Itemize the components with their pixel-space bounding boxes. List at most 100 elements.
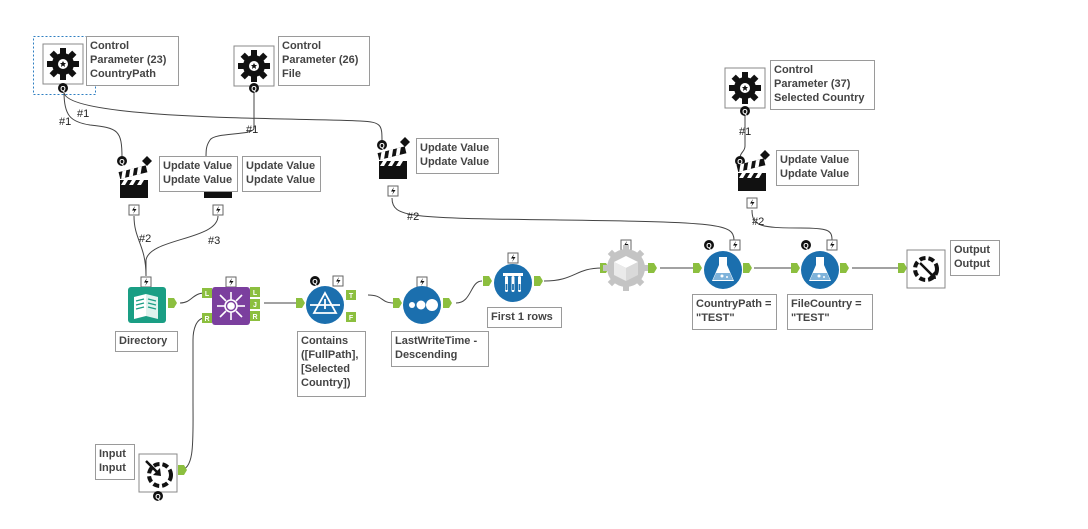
clapperboard-icon bbox=[377, 146, 407, 179]
lightning-anchor-icon[interactable] bbox=[128, 204, 140, 216]
control-parameter-23[interactable] bbox=[33, 36, 96, 95]
input-connector[interactable] bbox=[483, 276, 492, 286]
directory-tool[interactable] bbox=[128, 276, 177, 323]
gear-icon bbox=[47, 48, 79, 80]
wire-label: #1 bbox=[739, 126, 752, 138]
question-anchor-icon[interactable] bbox=[740, 106, 750, 116]
wire-label: #2 bbox=[139, 233, 152, 245]
clapperboard-icon bbox=[118, 165, 148, 198]
lightning-anchor-icon[interactable] bbox=[826, 239, 838, 251]
svg-text:J: J bbox=[253, 302, 257, 309]
question-anchor-icon[interactable] bbox=[377, 140, 387, 150]
output-connector[interactable] bbox=[743, 263, 752, 273]
sort-tool[interactable] bbox=[393, 276, 452, 324]
wire-label: #2 bbox=[752, 216, 765, 228]
lightning-anchor-icon[interactable] bbox=[746, 197, 758, 209]
output-connector[interactable] bbox=[840, 263, 849, 273]
question-anchor-icon[interactable] bbox=[310, 276, 320, 286]
formula-tool-file-country[interactable] bbox=[791, 239, 849, 289]
update-value-b-label: Update Value Update Value bbox=[242, 156, 321, 192]
filter-tool[interactable]: T F bbox=[296, 275, 356, 324]
control-parameter-26-label: Control Parameter (26) File bbox=[278, 36, 370, 86]
lightning-anchor-icon[interactable] bbox=[212, 204, 224, 216]
wire-update-c-formula1 bbox=[391, 197, 735, 241]
diamond-anchor-icon[interactable] bbox=[142, 156, 152, 166]
wire-c23-update-a bbox=[63, 91, 123, 159]
input-connector[interactable] bbox=[393, 298, 402, 308]
macro-output-tool[interactable] bbox=[898, 249, 946, 289]
svg-text:T: T bbox=[349, 293, 354, 300]
question-anchor-icon[interactable] bbox=[58, 83, 68, 93]
wire-label: #1 bbox=[59, 116, 72, 128]
diamond-anchor-icon[interactable] bbox=[760, 150, 770, 160]
wire-update-b-directory bbox=[145, 215, 219, 276]
question-anchor-icon[interactable] bbox=[153, 491, 163, 501]
lightning-anchor-icon[interactable] bbox=[387, 185, 399, 197]
directory-label: Directory bbox=[115, 331, 178, 352]
connection-wires bbox=[63, 91, 900, 471]
output-right-connector[interactable]: R bbox=[250, 311, 260, 321]
control-parameter-37[interactable] bbox=[724, 67, 766, 116]
svg-text:R: R bbox=[252, 314, 257, 321]
lightning-anchor-icon[interactable] bbox=[225, 276, 237, 288]
join-tool[interactable]: L R L J R bbox=[202, 276, 260, 325]
flask-icon bbox=[712, 257, 734, 281]
lightning-anchor-icon[interactable] bbox=[416, 276, 428, 288]
update-value-tool-c[interactable] bbox=[377, 137, 410, 197]
output-connector[interactable] bbox=[534, 276, 543, 286]
input-right-connector[interactable]: R bbox=[202, 313, 212, 323]
lightning-anchor-icon[interactable] bbox=[729, 239, 741, 251]
formula-country-path-label: CountryPath = "TEST" bbox=[692, 294, 777, 330]
wire-directory-join bbox=[179, 292, 206, 304]
update-value-c-label: Update Value Update Value bbox=[416, 138, 499, 174]
control-parameter-26[interactable] bbox=[233, 45, 275, 93]
wire-label: #2 bbox=[407, 211, 420, 223]
lightning-anchor-icon[interactable] bbox=[507, 252, 519, 264]
question-anchor-icon[interactable] bbox=[117, 156, 127, 166]
update-value-d-label: Update Value Update Value bbox=[776, 150, 859, 186]
lightning-anchor-icon[interactable] bbox=[332, 275, 344, 287]
svg-text:L: L bbox=[253, 290, 258, 297]
formula-tool-country-path[interactable] bbox=[693, 239, 752, 289]
input-connector[interactable] bbox=[898, 263, 907, 273]
join-icon bbox=[217, 292, 245, 320]
macro-input-tool[interactable] bbox=[138, 453, 187, 501]
input-left-connector[interactable]: L bbox=[202, 288, 212, 298]
output-left-connector[interactable]: L bbox=[250, 287, 260, 297]
question-anchor-icon[interactable] bbox=[801, 240, 811, 250]
input-connector[interactable] bbox=[791, 263, 800, 273]
update-value-tool-a[interactable] bbox=[117, 156, 152, 216]
book-icon bbox=[134, 294, 158, 319]
input-connector[interactable] bbox=[296, 298, 305, 308]
svg-text:R: R bbox=[204, 316, 209, 323]
wire-label: #1 bbox=[77, 108, 90, 120]
sort-label: LastWriteTime - Descending bbox=[391, 331, 489, 367]
control-parameter-23-label: Control Parameter (23) CountryPath bbox=[86, 36, 179, 86]
output-join-connector[interactable]: J bbox=[250, 299, 260, 309]
control-parameter-37-label: Control Parameter (37) Selected Country bbox=[770, 60, 875, 110]
output-connector[interactable] bbox=[168, 298, 177, 308]
sort-dots-icon bbox=[409, 299, 438, 311]
true-output-connector[interactable]: T bbox=[346, 290, 356, 300]
output-connector[interactable] bbox=[648, 263, 657, 273]
update-value-tool-d[interactable] bbox=[735, 150, 770, 209]
input-connector[interactable] bbox=[693, 263, 702, 273]
dynamic-input-tool[interactable] bbox=[600, 239, 657, 291]
gear-icon bbox=[238, 50, 270, 82]
diamond-anchor-icon[interactable] bbox=[400, 137, 410, 147]
question-anchor-icon[interactable] bbox=[704, 240, 714, 250]
wire-filter-sort bbox=[367, 294, 395, 304]
gear-icon bbox=[729, 72, 761, 104]
formula-file-country-label: FileCountry = "TEST" bbox=[787, 294, 873, 330]
output-connector[interactable] bbox=[443, 298, 452, 308]
sample-tool[interactable] bbox=[483, 252, 543, 302]
wire-c23-update-c bbox=[63, 91, 383, 143]
output-connector[interactable] bbox=[178, 465, 187, 475]
false-output-connector[interactable]: F bbox=[346, 312, 356, 322]
wire-sort-sample bbox=[455, 280, 483, 304]
question-anchor-icon[interactable] bbox=[249, 83, 259, 93]
wire-c26-update-b bbox=[205, 92, 255, 159]
lightning-anchor-icon[interactable] bbox=[140, 276, 152, 288]
macro-output-label: Output Output bbox=[950, 240, 1000, 276]
